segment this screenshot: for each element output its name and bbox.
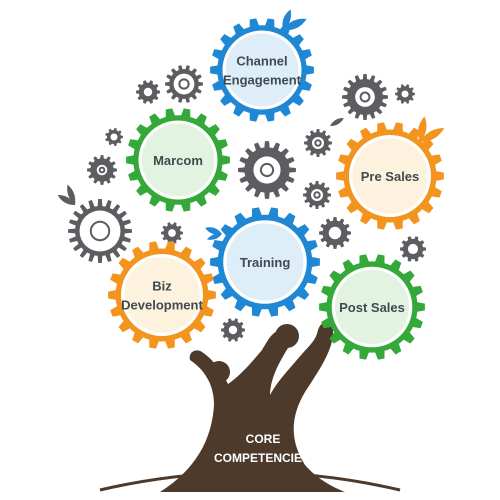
gear-biz-label-2: Development — [121, 298, 203, 313]
leaf-blue-3-icon — [205, 227, 222, 235]
figure-head-right — [275, 324, 299, 348]
gear-marcom-label-1: Marcom — [153, 153, 203, 168]
gear-postsales: Post Sales — [319, 254, 425, 360]
gear-presales-label-1: Pre Sales — [361, 169, 420, 184]
gear-grey-13-icon — [400, 236, 426, 262]
gear-training-label-1: Training — [240, 255, 291, 270]
gear-grey-8-icon — [304, 129, 332, 157]
gear-postsales-label-1: Post Sales — [339, 300, 405, 315]
gear-grey-1-icon — [136, 80, 160, 104]
gear-grey-10-icon — [68, 199, 132, 263]
leaf-grey-1-icon — [57, 194, 75, 206]
gear-channel-label-2: Engagement — [223, 73, 302, 88]
gear-grey-11-icon — [161, 222, 183, 244]
gear-grey-6-icon — [87, 155, 117, 185]
gear-training: Training — [210, 207, 320, 317]
trunk-label-line1: CORE — [246, 432, 281, 446]
leaf-orange-1-icon — [418, 116, 427, 142]
gear-grey-9-icon — [303, 181, 331, 209]
gear-grey-12-icon — [319, 217, 351, 249]
gear-marcom: Marcom — [126, 108, 230, 212]
gear-channel-label-1: Channel — [236, 54, 287, 69]
gear-grey-4-icon — [395, 84, 415, 104]
gear-grey-2-icon — [165, 65, 203, 103]
tree-trunk — [160, 322, 345, 492]
leaf-orange-2-icon — [420, 128, 445, 142]
gear-grey-5-icon — [105, 128, 123, 146]
leaf-grey-3-icon — [330, 117, 344, 127]
gear-biz-label-1: Biz — [152, 279, 172, 294]
leaf-grey-2-icon — [67, 184, 76, 205]
gear-grey-3-icon — [342, 74, 388, 120]
gear-grey-7-icon — [238, 141, 296, 199]
trunk-label-line2: COMPETENCIES — [214, 451, 310, 465]
leaf-blue-4-icon — [206, 233, 222, 240]
figure-head-left — [208, 361, 230, 383]
gear-grey-14-icon — [221, 318, 245, 342]
gear-presales: Pre Sales — [336, 122, 444, 230]
